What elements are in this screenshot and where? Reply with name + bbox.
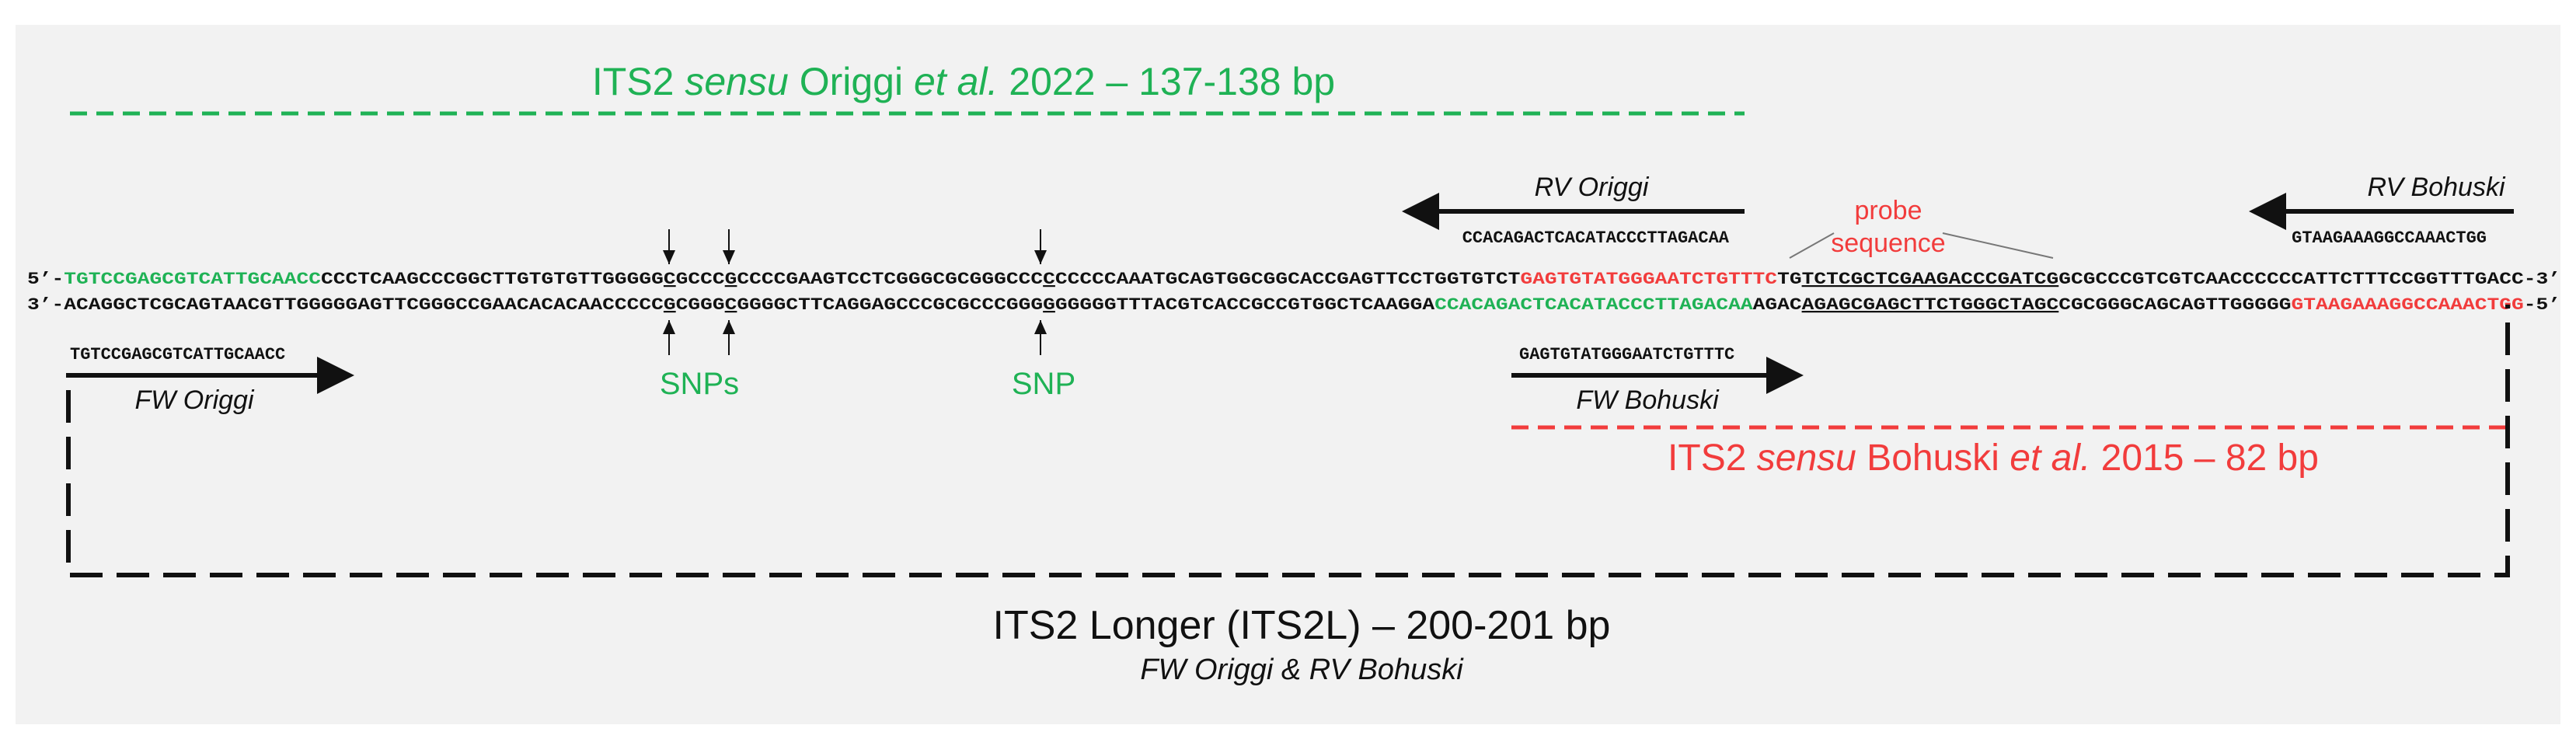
rv-origgi-label: RV Origgi	[1535, 173, 1650, 202]
snp-label: SNP	[1012, 367, 1075, 401]
figure-panel: ITS2 sensu Origgi et al. 2022 – 137-138 …	[16, 25, 2560, 724]
fw-bohuski-sequence: GAGTGTATGGGAATCTGTTTC	[1519, 345, 1734, 364]
snps-label: SNPs	[660, 367, 739, 401]
rv-bohuski-label: RV Bohuski	[2367, 173, 2505, 202]
longer-region-title: ITS2 Longer (ITS2L) – 200-201 bp	[993, 603, 1611, 648]
rv-bohuski-sequence: GTAAGAAAGGCCAAACTGG	[2292, 228, 2487, 248]
origgi-region-title: ITS2 sensu Origgi et al. 2022 – 137-138 …	[592, 60, 1335, 103]
probe-bracket-right	[1942, 232, 2054, 259]
its2-amplicon-diagram: ITS2 sensu Origgi et al. 2022 – 137-138 …	[27, 60, 2560, 686]
fw-bohuski-label: FW Bohuski	[1576, 385, 1720, 415]
longer-region-bracket	[66, 305, 2510, 577]
longer-region-subtitle: FW Origgi & RV Bohuski	[1140, 654, 1464, 686]
bottom-strand: 3’-ACAGGCTCGCAGTAACGTTGGGGGAGTTCGGGCCGAA…	[27, 295, 2560, 315]
fw-origgi-sequence: TGTCCGAGCGTCATTGCAACC	[70, 345, 285, 364]
rv-origgi-sequence: CCACAGACTCACATACCCTTAGACAA	[1462, 228, 1730, 248]
probe-bracket-left	[1789, 232, 1835, 259]
fw-origgi-label: FW Origgi	[135, 385, 255, 415]
bohuski-region-title: ITS2 sensu Bohuski et al. 2015 – 82 bp	[1668, 437, 2319, 479]
